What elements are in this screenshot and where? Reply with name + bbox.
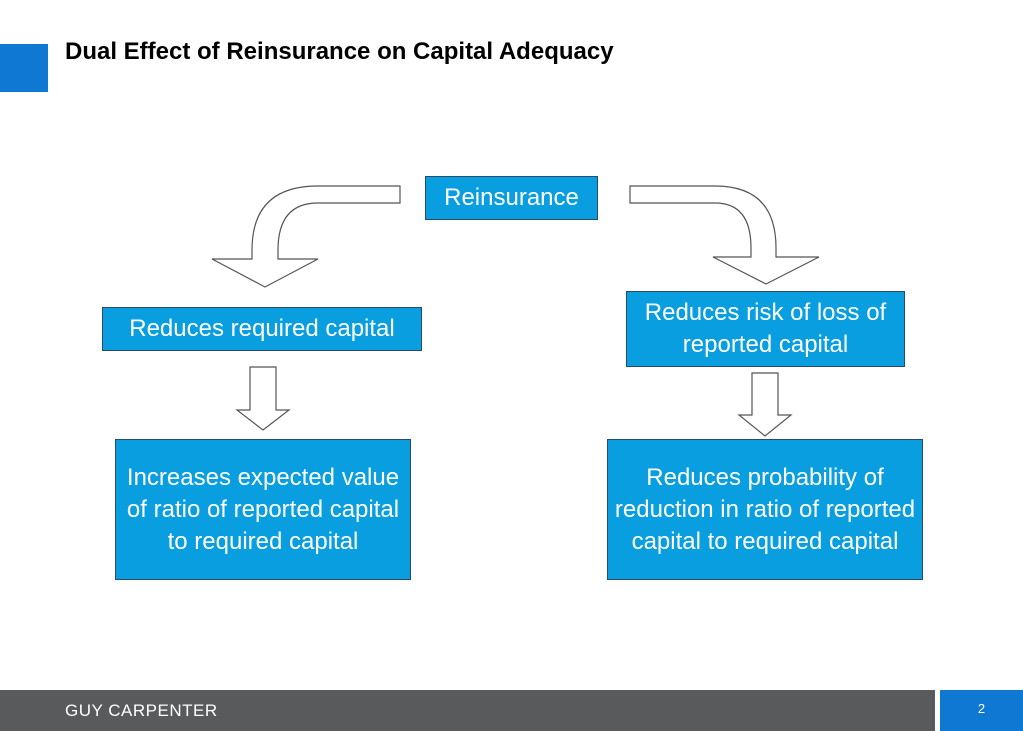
increases-expected-value-box: Increases expected value of ratio of rep… <box>115 439 411 580</box>
reduces-probability-label: Reduces probability of reduction in rati… <box>614 463 916 555</box>
curved-arrow-left <box>211 185 401 288</box>
footer-bar <box>0 690 935 731</box>
reduces-probability-box: Reduces probability of reduction in rati… <box>607 439 923 580</box>
page-title: Dual Effect of Reinsurance on Capital Ad… <box>65 38 614 65</box>
reduces-required-capital-label: Reduces required capital <box>129 315 395 342</box>
reduces-risk-of-loss-box: Reduces risk of loss of reported capital <box>626 291 905 367</box>
page-number: 2 <box>977 701 986 716</box>
title-accent-square <box>0 44 48 92</box>
reduces-required-capital-box: Reduces required capital <box>102 307 422 351</box>
page-number-box <box>940 690 1023 731</box>
reduces-risk-of-loss-label: Reduces risk of loss of reported capital <box>644 299 887 358</box>
reinsurance-box: Reinsurance <box>425 176 598 220</box>
down-arrow-left <box>235 366 291 431</box>
reinsurance-label: Reinsurance <box>444 184 579 211</box>
down-arrow-right <box>737 372 793 437</box>
curved-arrow-right <box>629 185 820 285</box>
footer-brand: GUY CARPENTER <box>65 701 218 720</box>
increases-expected-value-label: Increases expected value of ratio of rep… <box>126 463 400 555</box>
